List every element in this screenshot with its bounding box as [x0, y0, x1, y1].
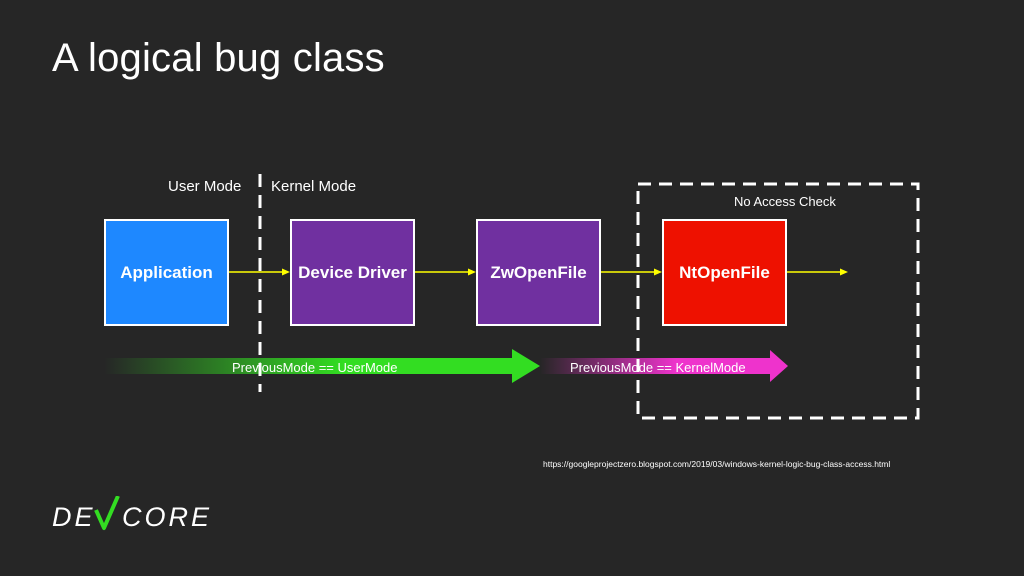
- user-mode-bar: [104, 349, 540, 383]
- logo-text-right: CORE: [122, 502, 212, 532]
- source-link[interactable]: https://googleprojectzero.blogspot.com/2…: [543, 459, 891, 469]
- devcore-logo: DE CORE: [52, 496, 212, 532]
- application-box: Application: [104, 219, 229, 326]
- zwopenfile-box: ZwOpenFile: [476, 219, 601, 326]
- ntopenfile-box: NtOpenFile: [662, 219, 787, 326]
- logo-text-left: DE: [52, 502, 96, 532]
- device-driver-box: Device Driver: [290, 219, 415, 326]
- no-access-check-region: [636, 182, 920, 420]
- kernel-mode-label: Kernel Mode: [271, 178, 357, 195]
- kernel-mode-bar: [540, 350, 788, 382]
- kernel-mode-bar-label: PreviousMode == KernelMode: [570, 360, 746, 375]
- logo-check-icon: [94, 496, 120, 530]
- user-mode-label: User Mode: [168, 178, 242, 195]
- no-access-check-label: No Access Check: [734, 194, 836, 209]
- connectors: [229, 268, 848, 276]
- slide-title: A logical bug class: [52, 36, 385, 80]
- user-mode-bar-label: PreviousMode == UserMode: [232, 360, 398, 375]
